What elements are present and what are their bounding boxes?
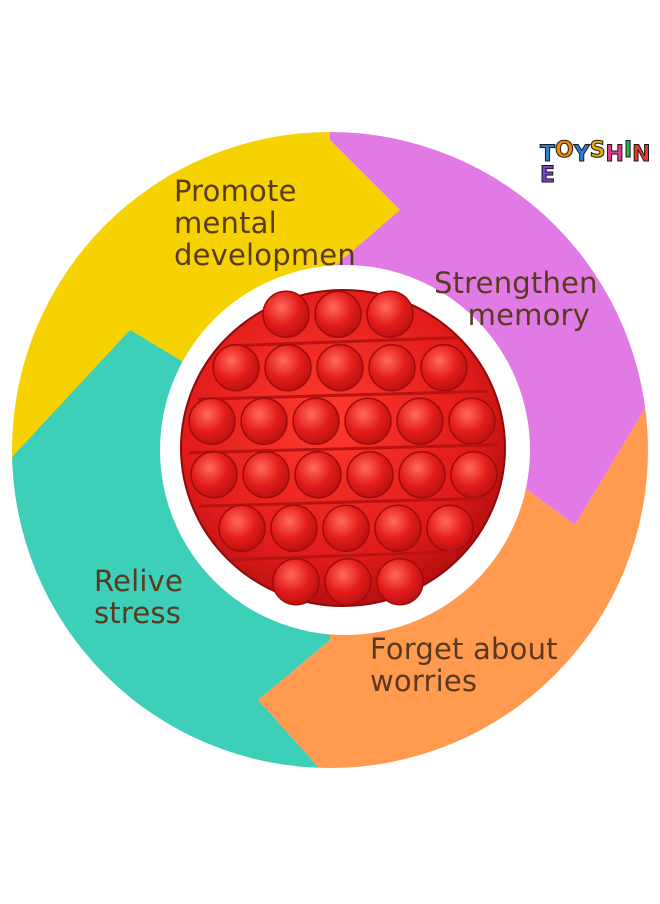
brand-logo: TOYSHIN E [539,138,660,190]
brand-letter: Y [573,142,590,168]
label-forget: Forget about worries [370,633,558,697]
toy-bubble [188,397,236,445]
toy-bubble [322,504,370,552]
toy-bubble [420,344,468,392]
brand-letter: H [605,142,624,168]
toy-bubble [272,558,320,606]
label-relive: Relive stress [94,565,183,629]
toy-bubble [262,290,310,338]
toy-bubble [294,451,342,499]
toy-bubble [316,344,364,392]
label-line: mental [174,206,277,240]
label-line: worries [370,664,478,698]
brand-letter: O [555,138,575,164]
toy-bubble [324,558,372,606]
brand-logo-text: TOYSHIN E [539,138,651,190]
toy-bubble [264,344,312,392]
toy-row-divider [198,496,488,508]
toy-bubble [242,451,290,499]
label-line: Forget about [370,632,558,666]
toy-bubble [396,397,444,445]
toy-bubble [240,397,288,445]
label-line: Promote [174,174,297,208]
toy-bubble [346,451,394,499]
toy-bubble [366,290,414,338]
label-line: Strengthen [434,266,598,300]
label-line: Relive [94,564,184,598]
toy-bubble [218,504,266,552]
label-promote: Promote mental developmen [174,175,356,271]
label-line: stress [94,596,182,630]
pop-it-toy [180,289,506,607]
toy-bubble [368,344,416,392]
toy-bubble [270,504,318,552]
toy-bubble [376,558,424,606]
toy-bubble [374,504,422,552]
toy-row-divider [229,336,457,348]
toy-row-divider [230,550,456,562]
brand-letter: T [539,142,556,168]
brand-letter: E [539,163,556,189]
toy-bubble [314,290,362,338]
label-strengthen: Strengthen memory [434,266,598,332]
toy-bubble [450,451,498,499]
brand-letter: N [632,142,651,168]
toy-bubble [292,397,340,445]
toy-row-divider [188,443,498,455]
toy-bubble [344,397,392,445]
toy-bubble [398,451,446,499]
toy-bubble [426,504,474,552]
toy-bubble [190,451,238,499]
toy-bubble [212,344,260,392]
brand-letter: I [623,138,633,164]
label-line: developmen [174,238,356,272]
label-line: memory [467,298,590,332]
toy-bubble [448,397,496,445]
toy-row-divider [197,389,489,401]
brand-letter: S [589,138,606,164]
